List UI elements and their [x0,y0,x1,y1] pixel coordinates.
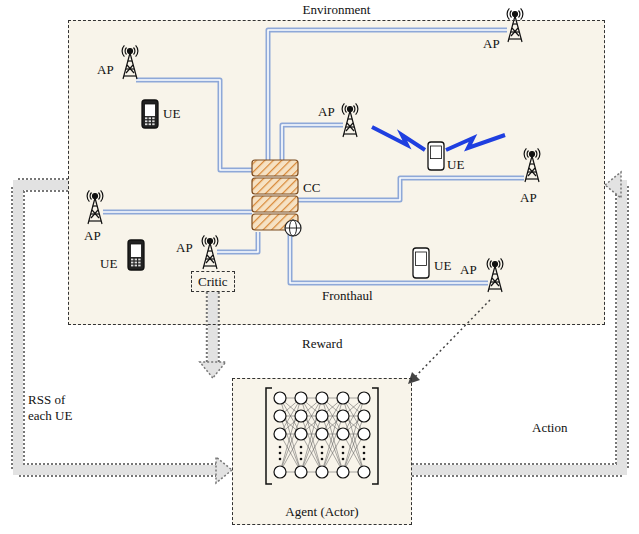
fronthaul-wire-core [103,211,252,213]
device-label: AP [97,62,114,77]
fronthaul-wire [136,80,252,170]
fronthaul-wire-core [268,30,507,160]
cc-server [252,160,301,236]
fronthaul-wire [282,125,343,160]
arrow-body [18,185,216,470]
radio-link [372,127,425,150]
ap-tower [507,8,523,42]
environment-box: EnvironmentCritic [68,20,605,325]
device-label: UE [163,106,180,121]
device-label: AP [176,240,193,255]
fronthaul-wire [290,232,488,283]
device-label: UE [434,258,451,273]
device-label: UE [100,256,117,271]
device-label: CC [303,180,320,195]
feedback-arrow [18,185,232,483]
arrow-outline [18,185,216,470]
agent-ground [232,378,412,525]
fronthaul-wire-core [136,80,252,170]
device-label: AP [483,36,500,51]
fronthaul-wire-core [217,232,258,252]
neural-net [266,388,378,484]
fronthaul-wire-core [282,125,343,160]
edge-label: Action [532,420,612,436]
ue-phone [142,100,158,128]
fronthaul-wire [217,232,258,252]
node-text: Agent (Actor) [233,504,411,519]
arrow-body [208,292,218,362]
node-text: Critic [198,274,228,289]
ap-tower [487,258,503,292]
arrow-outline [412,185,622,470]
device-label: AP [520,190,537,205]
edge-label: RSS of each UE [28,392,80,424]
ap-tower [202,235,218,269]
fronthaul-wire [268,30,507,160]
device-label: AP [460,262,477,277]
ap-tower [87,190,103,224]
fronthaul-wire-core [290,232,488,283]
device-label: AP [84,228,101,243]
ue-phone [413,248,429,278]
ue-phone [428,142,444,170]
ap-tower [122,45,138,79]
ue-phone [128,240,144,270]
device-label: AP [318,104,335,119]
arrow-head [605,172,621,198]
fronthaul-label: Fronthaul [322,288,373,303]
node-text: Environment [69,2,604,17]
radio-link [446,135,505,150]
device-label: UE [447,157,464,172]
ap-tower [524,148,540,182]
arrow-head [200,362,226,378]
edge-label: Reward [302,336,382,352]
ap-feed-line [414,300,490,378]
fronthaul-wire [103,210,252,215]
feedback-arrow [412,172,622,470]
ap-tower [342,103,358,137]
arrow-head [216,457,232,483]
critic-box: Critic [191,271,235,292]
feedback-arrow [200,292,226,378]
fronthaul-wire [298,178,524,200]
agent-box: Agent (Actor) [232,378,412,525]
arrow-body [412,185,622,470]
fronthaul-wire-core [298,178,524,200]
arrow-outline [206,292,220,362]
environment-ground [68,20,605,325]
